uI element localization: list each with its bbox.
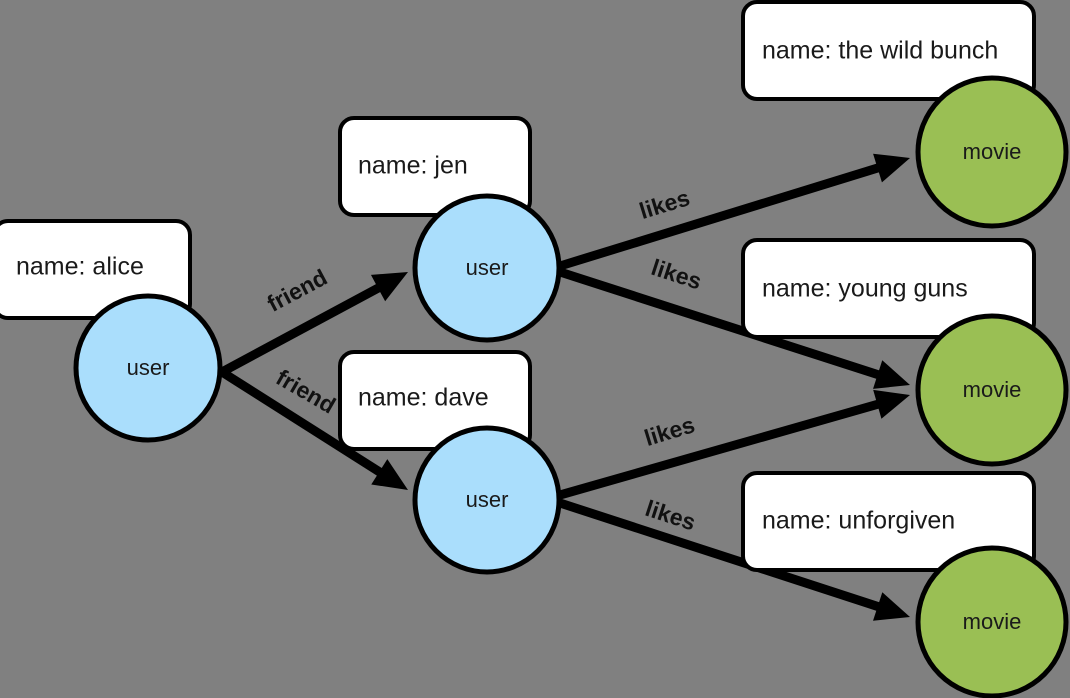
graph-node-alice[interactable]: user	[73, 293, 223, 443]
edge-arrowhead	[371, 459, 408, 490]
edge-arrowhead	[370, 272, 408, 302]
property-box[interactable]: name: unforgiven	[741, 471, 1036, 572]
graph-edge[interactable]	[219, 272, 408, 376]
node-circle	[915, 313, 1069, 467]
graph-edge[interactable]	[558, 267, 910, 389]
node-circle	[915, 545, 1069, 698]
node-label: movie	[963, 139, 1022, 164]
property-boxes-layer: name: alice name: jen name: dave name: the …	[0, 0, 1036, 572]
edge-shaft	[219, 280, 388, 376]
edge-arrowhead	[873, 389, 910, 419]
graph-node-dave[interactable]: user	[412, 425, 562, 575]
graph-node-young_guns[interactable]: movie	[915, 313, 1069, 467]
property-box-rect	[741, 238, 1036, 339]
edge-arrowhead	[873, 153, 910, 183]
graph-node-jen[interactable]: user	[412, 193, 562, 343]
node-circle	[915, 75, 1069, 229]
property-box[interactable]: name: young guns	[741, 238, 1036, 339]
property-box[interactable]: name: dave	[338, 350, 532, 451]
property-box-label: name: dave	[358, 384, 489, 412]
edge-shaft	[558, 267, 887, 382]
edges-layer	[219, 153, 910, 621]
property-box-rect	[741, 0, 1036, 101]
property-box[interactable]: name: the wild bunch	[741, 0, 1036, 101]
graph-edge[interactable]	[219, 368, 408, 490]
node-label: user	[127, 355, 170, 380]
edge-shaft	[558, 397, 887, 500]
property-box-label: name: unforgiven	[762, 507, 955, 535]
edge-arrowhead	[873, 592, 910, 621]
node-circle	[412, 193, 562, 343]
node-label: user	[466, 255, 509, 280]
graph-node-unforgiven[interactable]: movie	[915, 545, 1069, 698]
edge-shaft	[558, 161, 887, 271]
property-box-label: name: young guns	[762, 275, 968, 303]
graph-edge[interactable]	[558, 389, 910, 500]
edge-arrowhead	[873, 360, 910, 389]
property-box-label: name: jen	[358, 152, 468, 180]
property-box-label: name: the wild bunch	[762, 37, 998, 65]
node-label: user	[466, 487, 509, 512]
node-circle	[412, 425, 562, 575]
node-circle	[73, 293, 223, 443]
nodes-layer: user user user movie movie movie	[73, 75, 1069, 698]
node-label: movie	[963, 377, 1022, 402]
property-box-label: name: alice	[16, 253, 144, 281]
graph-edge[interactable]	[558, 498, 910, 621]
property-box-rect	[741, 471, 1036, 572]
graph-edge[interactable]	[558, 153, 910, 271]
edge-shaft	[219, 368, 389, 480]
graph-node-wild_bunch[interactable]: movie	[915, 75, 1069, 229]
edge-shaft	[558, 498, 887, 614]
node-label: movie	[963, 609, 1022, 634]
